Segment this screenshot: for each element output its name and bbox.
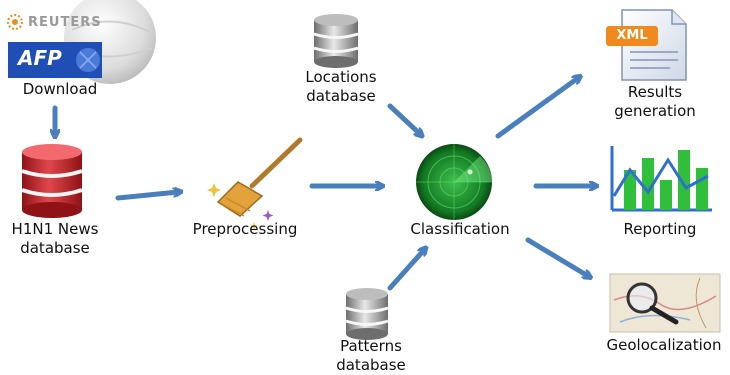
locations-label-line2: database [306,87,376,105]
radar-icon [416,144,492,220]
results-label-line2: generation [614,102,696,120]
patterns-database-label: Patterns database [316,337,426,375]
geolocalization-label: Geolocalization [606,336,722,354]
afp-label: AFP [18,46,62,70]
bar-line-chart-icon [610,146,712,212]
xml-document-icon [606,9,687,81]
broom-icon [207,137,303,230]
afp-logo [8,42,102,78]
locations-database-icon [313,14,359,68]
reporting-label: Reporting [623,220,697,238]
arrow-patterns-to-classification [387,250,424,291]
preprocessing-label: Preprocessing [192,220,298,238]
h1n1-label-line2: database [20,239,90,257]
h1n1-news-database-label: H1N1 News database [0,220,110,258]
results-generation-label: Results generation [600,83,710,121]
map-magnifier-icon [609,273,721,333]
results-label-line1: Results [627,83,683,101]
arrow-db-to-preprocessing [115,192,178,201]
download-label: Download [22,80,98,98]
patterns-label-line2: database [336,356,406,374]
xml-badge-label: XML [616,28,648,43]
flow-arrows [55,78,594,291]
reuters-logo [7,14,23,30]
red-database-icon [21,144,83,218]
arrow-classification-to-geolocalization [525,237,588,276]
patterns-database-icon [345,288,389,340]
arrow-locations-to-classification [387,103,420,134]
h1n1-label-line1: H1N1 News [11,220,99,238]
reuters-label: REUTERS [28,15,102,30]
locations-label-line1: Locations [305,68,377,86]
classification-label: Classification [410,220,510,238]
patterns-label-line1: Patterns [340,337,402,355]
arrow-classification-to-results [495,78,578,139]
locations-database-label: Locations database [286,68,396,106]
